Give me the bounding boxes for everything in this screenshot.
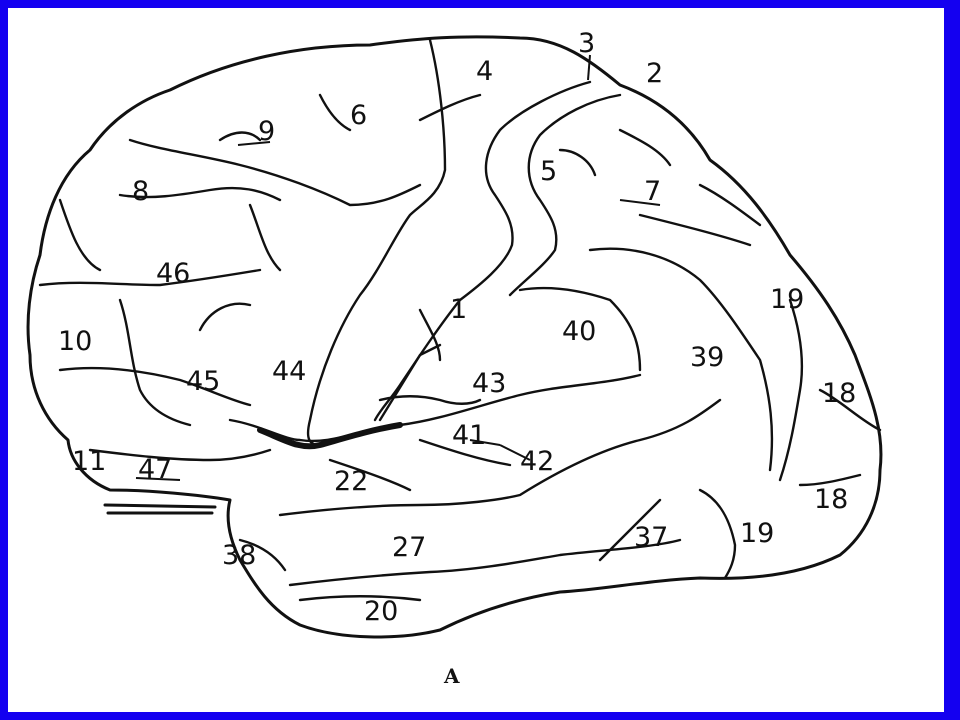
brain-diagram: 3 2 4 6 9 5 7 8 46 10 1 40 19 39 18 45 4… [26, 28, 883, 688]
area-label: 27 [392, 532, 426, 563]
area-label: 38 [222, 540, 256, 571]
area-label: 44 [272, 356, 306, 387]
area-label: 18 [814, 484, 848, 515]
leader-lines [135, 54, 661, 481]
diagram-frame: 3 2 4 6 9 5 7 8 46 10 1 40 19 39 18 45 4… [8, 8, 944, 712]
area-label: 7 [644, 176, 661, 207]
area-label: 46 [156, 258, 190, 289]
area-label: 18 [822, 378, 856, 409]
brain-outline [26, 35, 883, 639]
area-label: 43 [472, 368, 506, 399]
area-label: 6 [350, 100, 367, 131]
area-label: 9 [258, 116, 275, 147]
area-label: 39 [690, 342, 724, 373]
area-label: 42 [520, 446, 554, 477]
area-labels: 3 2 4 6 9 5 7 8 46 10 1 40 19 39 18 45 4… [58, 28, 856, 627]
figure-caption: A [443, 664, 460, 688]
area-label: 37 [634, 522, 668, 553]
area-label: 19 [740, 518, 774, 549]
area-label: 4 [476, 56, 493, 87]
area-label: 20 [364, 596, 398, 627]
area-label: 5 [540, 156, 557, 187]
sulci [38, 38, 882, 602]
area-label: 40 [562, 316, 596, 347]
area-label: 3 [578, 28, 595, 59]
area-label: 1 [450, 294, 467, 325]
area-label: 2 [646, 58, 663, 89]
area-label: 19 [770, 284, 804, 315]
area-label: 22 [334, 466, 368, 497]
area-label: 10 [58, 326, 92, 357]
area-label: 8 [132, 176, 149, 207]
area-label: 11 [72, 446, 106, 477]
area-label: 45 [186, 366, 220, 397]
area-label: 41 [452, 420, 486, 451]
